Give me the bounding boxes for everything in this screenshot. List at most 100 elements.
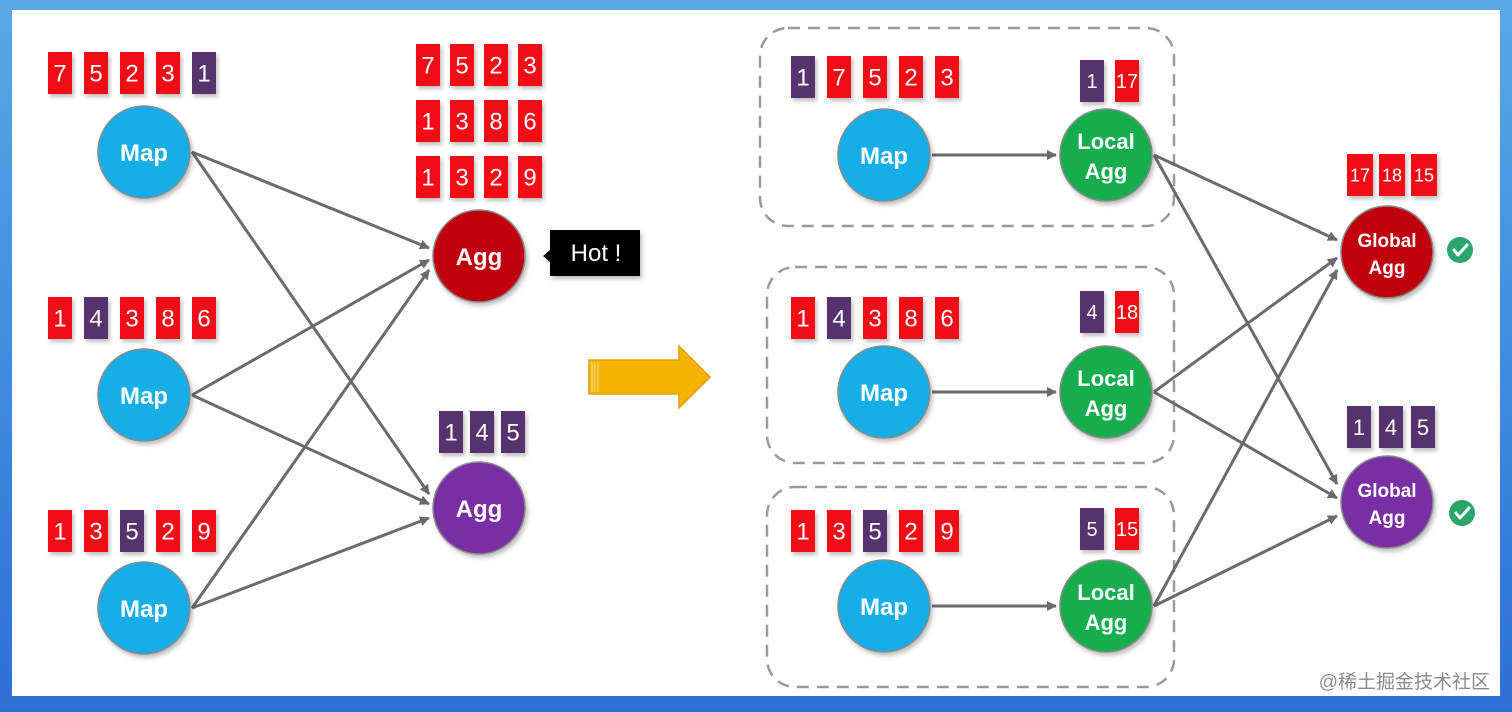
right-map-2-tile-bg: [899, 297, 923, 339]
check-icon: [1449, 500, 1475, 526]
right-map-2-tile-value: 1: [796, 306, 809, 333]
left-hot-agg-tile-bg: [484, 44, 508, 86]
right-map-3-tile-value: 9: [940, 519, 953, 546]
left-map-3-tile-bg: [120, 510, 144, 552]
left-hot-agg-tile-bg: [450, 44, 474, 86]
left-hot-agg-tile-value: 3: [455, 165, 468, 192]
right-map-3-tile: 2: [899, 510, 923, 552]
local-agg-3-tile-bg: [1080, 508, 1104, 550]
right-map-3-tile-bg: [791, 510, 815, 552]
global-agg-purple-tile-value: 5: [1417, 415, 1429, 440]
local-agg-2-tile: 4: [1080, 291, 1104, 333]
transform-arrow: [588, 344, 712, 410]
local-agg-1-tile-bg: [1080, 60, 1104, 102]
left-map-3-tile: 9: [192, 510, 216, 552]
left-hot-agg-tile-bg: [416, 44, 440, 86]
right-map-2-tile-bg: [791, 297, 815, 339]
left-hot-agg-tile-value: 5: [455, 53, 468, 80]
right-map-3-tile: 9: [935, 510, 959, 552]
global-agg-purple-tile-value: 1: [1353, 415, 1365, 440]
left-cold-agg-tile-bg: [439, 411, 463, 453]
right-map-1-tile-value: 7: [832, 65, 845, 92]
left-hot-agg-tile: 2: [484, 44, 508, 86]
global-agg-red-tile: 18: [1379, 154, 1405, 196]
left-map-2-tile: 4: [84, 297, 108, 339]
left-map-2-tile-value: 1: [53, 306, 66, 333]
global-agg-purple-node: [1340, 455, 1434, 549]
left-map-1-tile-value: 5: [89, 61, 102, 88]
edge-arrow: [191, 150, 430, 250]
edge-arrow: [1153, 514, 1338, 608]
left-map-label-2: Map: [120, 383, 168, 410]
left-hot-agg-tile-bg: [518, 156, 542, 198]
left-map-2-tile: 6: [192, 297, 216, 339]
local-agg-3-tile-value: 15: [1116, 519, 1138, 541]
local-agg-2-tile: 18: [1115, 291, 1139, 333]
local-group-box-3: [765, 485, 1176, 689]
edge-arrow: [190, 151, 431, 495]
left-hot-agg-tile-bg: [518, 100, 542, 142]
right-map-2-tile-value: 8: [904, 306, 917, 333]
left-hot-agg-tile-value: 9: [523, 165, 536, 192]
left-hot-agg-tile-bg: [484, 100, 508, 142]
right-map-1-tile-value: 5: [868, 65, 881, 92]
local-agg-label-3: Agg: [1085, 610, 1128, 635]
watermark-text: @稀土掘金技术社区: [1319, 671, 1490, 693]
left-map-1-tile-value: 7: [53, 61, 66, 88]
global-agg-red-tile-value: 17: [1350, 165, 1370, 185]
right-map-2-tile-bg: [827, 297, 851, 339]
edge-arrow: [191, 516, 430, 610]
left-map-3-tile: 5: [120, 510, 144, 552]
local-agg-1-tile: 1: [1080, 60, 1104, 102]
local-agg-label-3: Local: [1077, 580, 1134, 605]
global-agg-red-label: Global: [1357, 231, 1416, 252]
left-hot-agg-tile-bg: [484, 156, 508, 198]
right-map-node-2: [837, 345, 931, 439]
edge-arrow: [190, 269, 431, 609]
right-map-1-tile: 5: [863, 56, 887, 98]
left-map-3-tile-value: 2: [161, 519, 174, 546]
right-map-1-tile-bg: [827, 56, 851, 98]
left-map-2-tile: 1: [48, 297, 72, 339]
right-map-2-tile-value: 6: [940, 306, 953, 333]
right-map-1-tile-value: 1: [796, 65, 809, 92]
right-map-label-3: Map: [860, 594, 908, 621]
right-map-2-tile: 1: [791, 297, 815, 339]
left-map-1-tile-bg: [48, 52, 72, 94]
left-map-2-tile-value: 8: [161, 306, 174, 333]
left-hot-agg-tile: 3: [518, 44, 542, 86]
right-map-1-tile: 3: [935, 56, 959, 98]
hot-callout-text: Hot !: [571, 240, 622, 267]
left-agg-hot-label: Agg: [456, 244, 503, 271]
edge-arrow: [1153, 390, 1338, 500]
right-map-2-tile-bg: [935, 297, 959, 339]
check-icon-mark: [1454, 506, 1471, 520]
left-map-3-tile: 3: [84, 510, 108, 552]
left-hot-agg-tile-value: 1: [421, 109, 434, 136]
left-cold-agg-tile-value: 5: [506, 420, 519, 447]
hot-callout-bubble: [543, 230, 640, 276]
right-map-3-tile-value: 1: [796, 519, 809, 546]
left-hot-agg-tile-value: 3: [523, 53, 536, 80]
right-map-3-tile: 5: [863, 510, 887, 552]
left-hot-agg-tile-value: 1: [421, 165, 434, 192]
right-map-3-tile: 1: [791, 510, 815, 552]
left-map-2-tile: 3: [120, 297, 144, 339]
global-agg-red-tile-value: 18: [1382, 165, 1402, 185]
left-map-3-tile-value: 9: [197, 519, 210, 546]
right-map-1-tile-bg: [935, 56, 959, 98]
edge-arrow: [1153, 153, 1338, 242]
left-map-2-tile-value: 4: [89, 306, 102, 333]
left-hot-agg-tile-value: 7: [421, 53, 434, 80]
left-hot-agg-tile-bg: [416, 100, 440, 142]
edge-arrow: [1153, 256, 1338, 394]
local-agg-node-2: [1059, 345, 1153, 439]
left-map-1-tile-bg: [120, 52, 144, 94]
check-icon-mark: [1452, 243, 1469, 257]
left-map-3-tile-value: 5: [125, 519, 138, 546]
local-agg-label-1: Local: [1077, 129, 1134, 154]
check-icon: [1447, 237, 1473, 263]
local-agg-3-tile: 5: [1080, 508, 1104, 550]
left-map-2-tile-bg: [192, 297, 216, 339]
